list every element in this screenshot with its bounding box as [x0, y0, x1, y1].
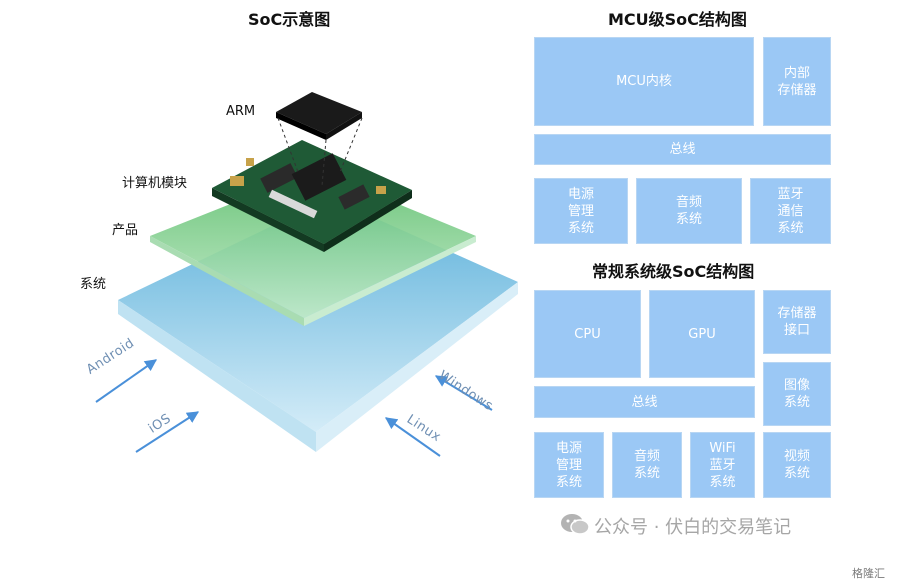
mcu-bus-block: 总线: [534, 134, 831, 165]
video-system-block: 视频 系统: [763, 432, 831, 498]
arm-chip: [276, 92, 363, 187]
android-arrow: [95, 359, 157, 403]
regular-audio-block: 音频 系统: [612, 432, 682, 498]
image-system-block: 图像 系统: [763, 362, 831, 426]
product-label: 产品: [112, 223, 139, 238]
regular-bus-block: 总线: [534, 386, 755, 418]
system-label: 系统: [80, 277, 107, 292]
mcu-soc-title: MCU级SoC结构图: [608, 10, 747, 29]
ios-arrow: [135, 411, 200, 453]
mcu-memory-block: 内部 存储器: [763, 37, 831, 126]
regular-soc-title: 常规系统级SoC结构图: [592, 262, 755, 281]
regular-power-block: 电源 管理 系统: [534, 432, 604, 498]
mcu-power-block: 电源 管理 系统: [534, 178, 628, 244]
linux-arrow: [385, 417, 441, 457]
mcu-bluetooth-block: 蓝牙 通信 系统: [750, 178, 831, 244]
watermark-text: 公众号 · 伏白的交易笔记: [594, 517, 792, 538]
arm-label: ARM: [226, 104, 256, 119]
wechat-icon: [561, 514, 590, 535]
corner-logo-text: 格隆汇: [852, 567, 885, 580]
wifi-bluetooth-block: WiFi 蓝牙 系统: [690, 432, 755, 498]
cpu-block: CPU: [534, 290, 641, 378]
computer-module-board: [212, 140, 412, 252]
storage-interface-block: 存储器 接口: [763, 290, 831, 354]
windows-arrow: [434, 375, 493, 411]
soc-diagram-title: SoC示意图: [248, 10, 331, 29]
soc-layer-illustration: [95, 92, 518, 457]
mcu-audio-block: 音频 系统: [636, 178, 742, 244]
mcu-core-block: MCU内核: [534, 37, 754, 126]
module-label: 计算机模块: [122, 176, 188, 191]
gpu-block: GPU: [649, 290, 755, 378]
